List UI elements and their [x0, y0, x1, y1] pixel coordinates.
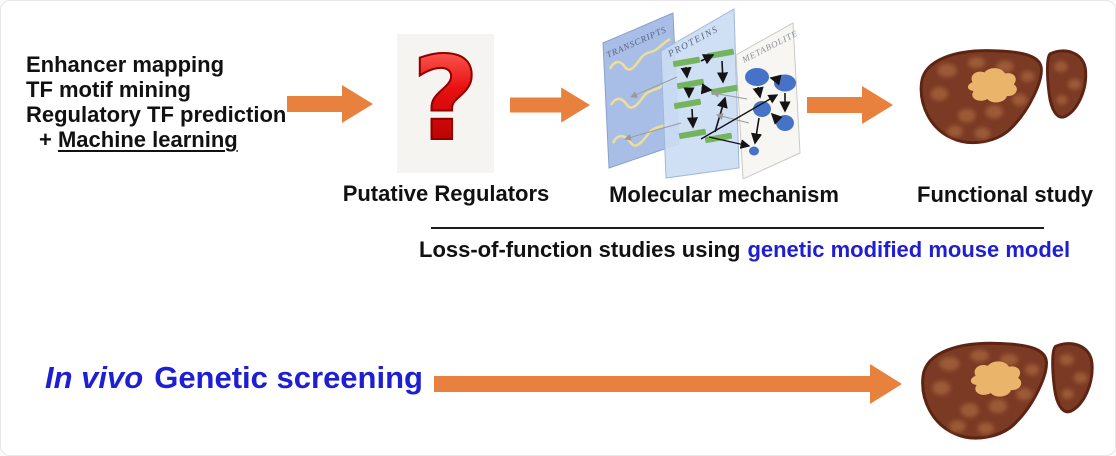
input-line-tf-motif-mining: TF motif mining	[26, 77, 191, 102]
input-line-machine-learning: + Machine learning	[26, 127, 286, 152]
machine-learning-underlined: Machine learning	[57, 127, 238, 152]
loss-caption-blue-text: genetic modified mouse model	[747, 237, 1071, 262]
long-arrow-right-icon	[434, 364, 902, 404]
tumor-liver-icon	[921, 341, 1094, 440]
input-line-regulatory-tf-prediction: Regulatory TF prediction	[26, 102, 287, 127]
putative-regulators-label: Putative Regulators	[342, 181, 550, 206]
liver-nodules	[932, 349, 1088, 435]
in-vivo-genetic-screening-title: In vivo Genetic screening	[45, 360, 423, 396]
underline-rule	[431, 227, 1044, 229]
arrow-right-icon	[807, 86, 893, 124]
molecular-mechanism-illustration: TRANSCRIPTS PROTEINS	[602, 8, 801, 179]
molecular-mechanism-label: Molecular mechanism	[609, 182, 839, 207]
protein-interaction-arrows	[680, 54, 729, 133]
tumor-liver-icon	[919, 49, 1088, 145]
liver-nodules	[930, 56, 1082, 140]
arrow-right-icon	[287, 85, 373, 123]
functional-study-label: Functional study	[917, 182, 1093, 207]
plus-sign: +	[39, 127, 52, 152]
in-vivo-italic-text: In vivo	[45, 360, 144, 395]
tumor-mass	[967, 68, 1017, 103]
tumor-mass	[970, 361, 1022, 397]
question-mark-icon: ?	[411, 31, 480, 167]
genetic-screening-text: Genetic screening	[154, 360, 423, 395]
metabolite-arrows	[750, 74, 791, 145]
loss-caption-black-text: Loss-of-function studies using	[419, 237, 741, 262]
arrow-right-icon	[510, 87, 590, 123]
putative-regulators-card: ?	[397, 34, 494, 173]
cross-panel-connectors	[624, 76, 750, 141]
computational-inputs: Enhancer mapping TF motif mining Regulat…	[26, 52, 286, 152]
input-line-enhancer-mapping: Enhancer mapping	[26, 52, 225, 77]
cross-panel-black-arrows	[700, 94, 779, 149]
